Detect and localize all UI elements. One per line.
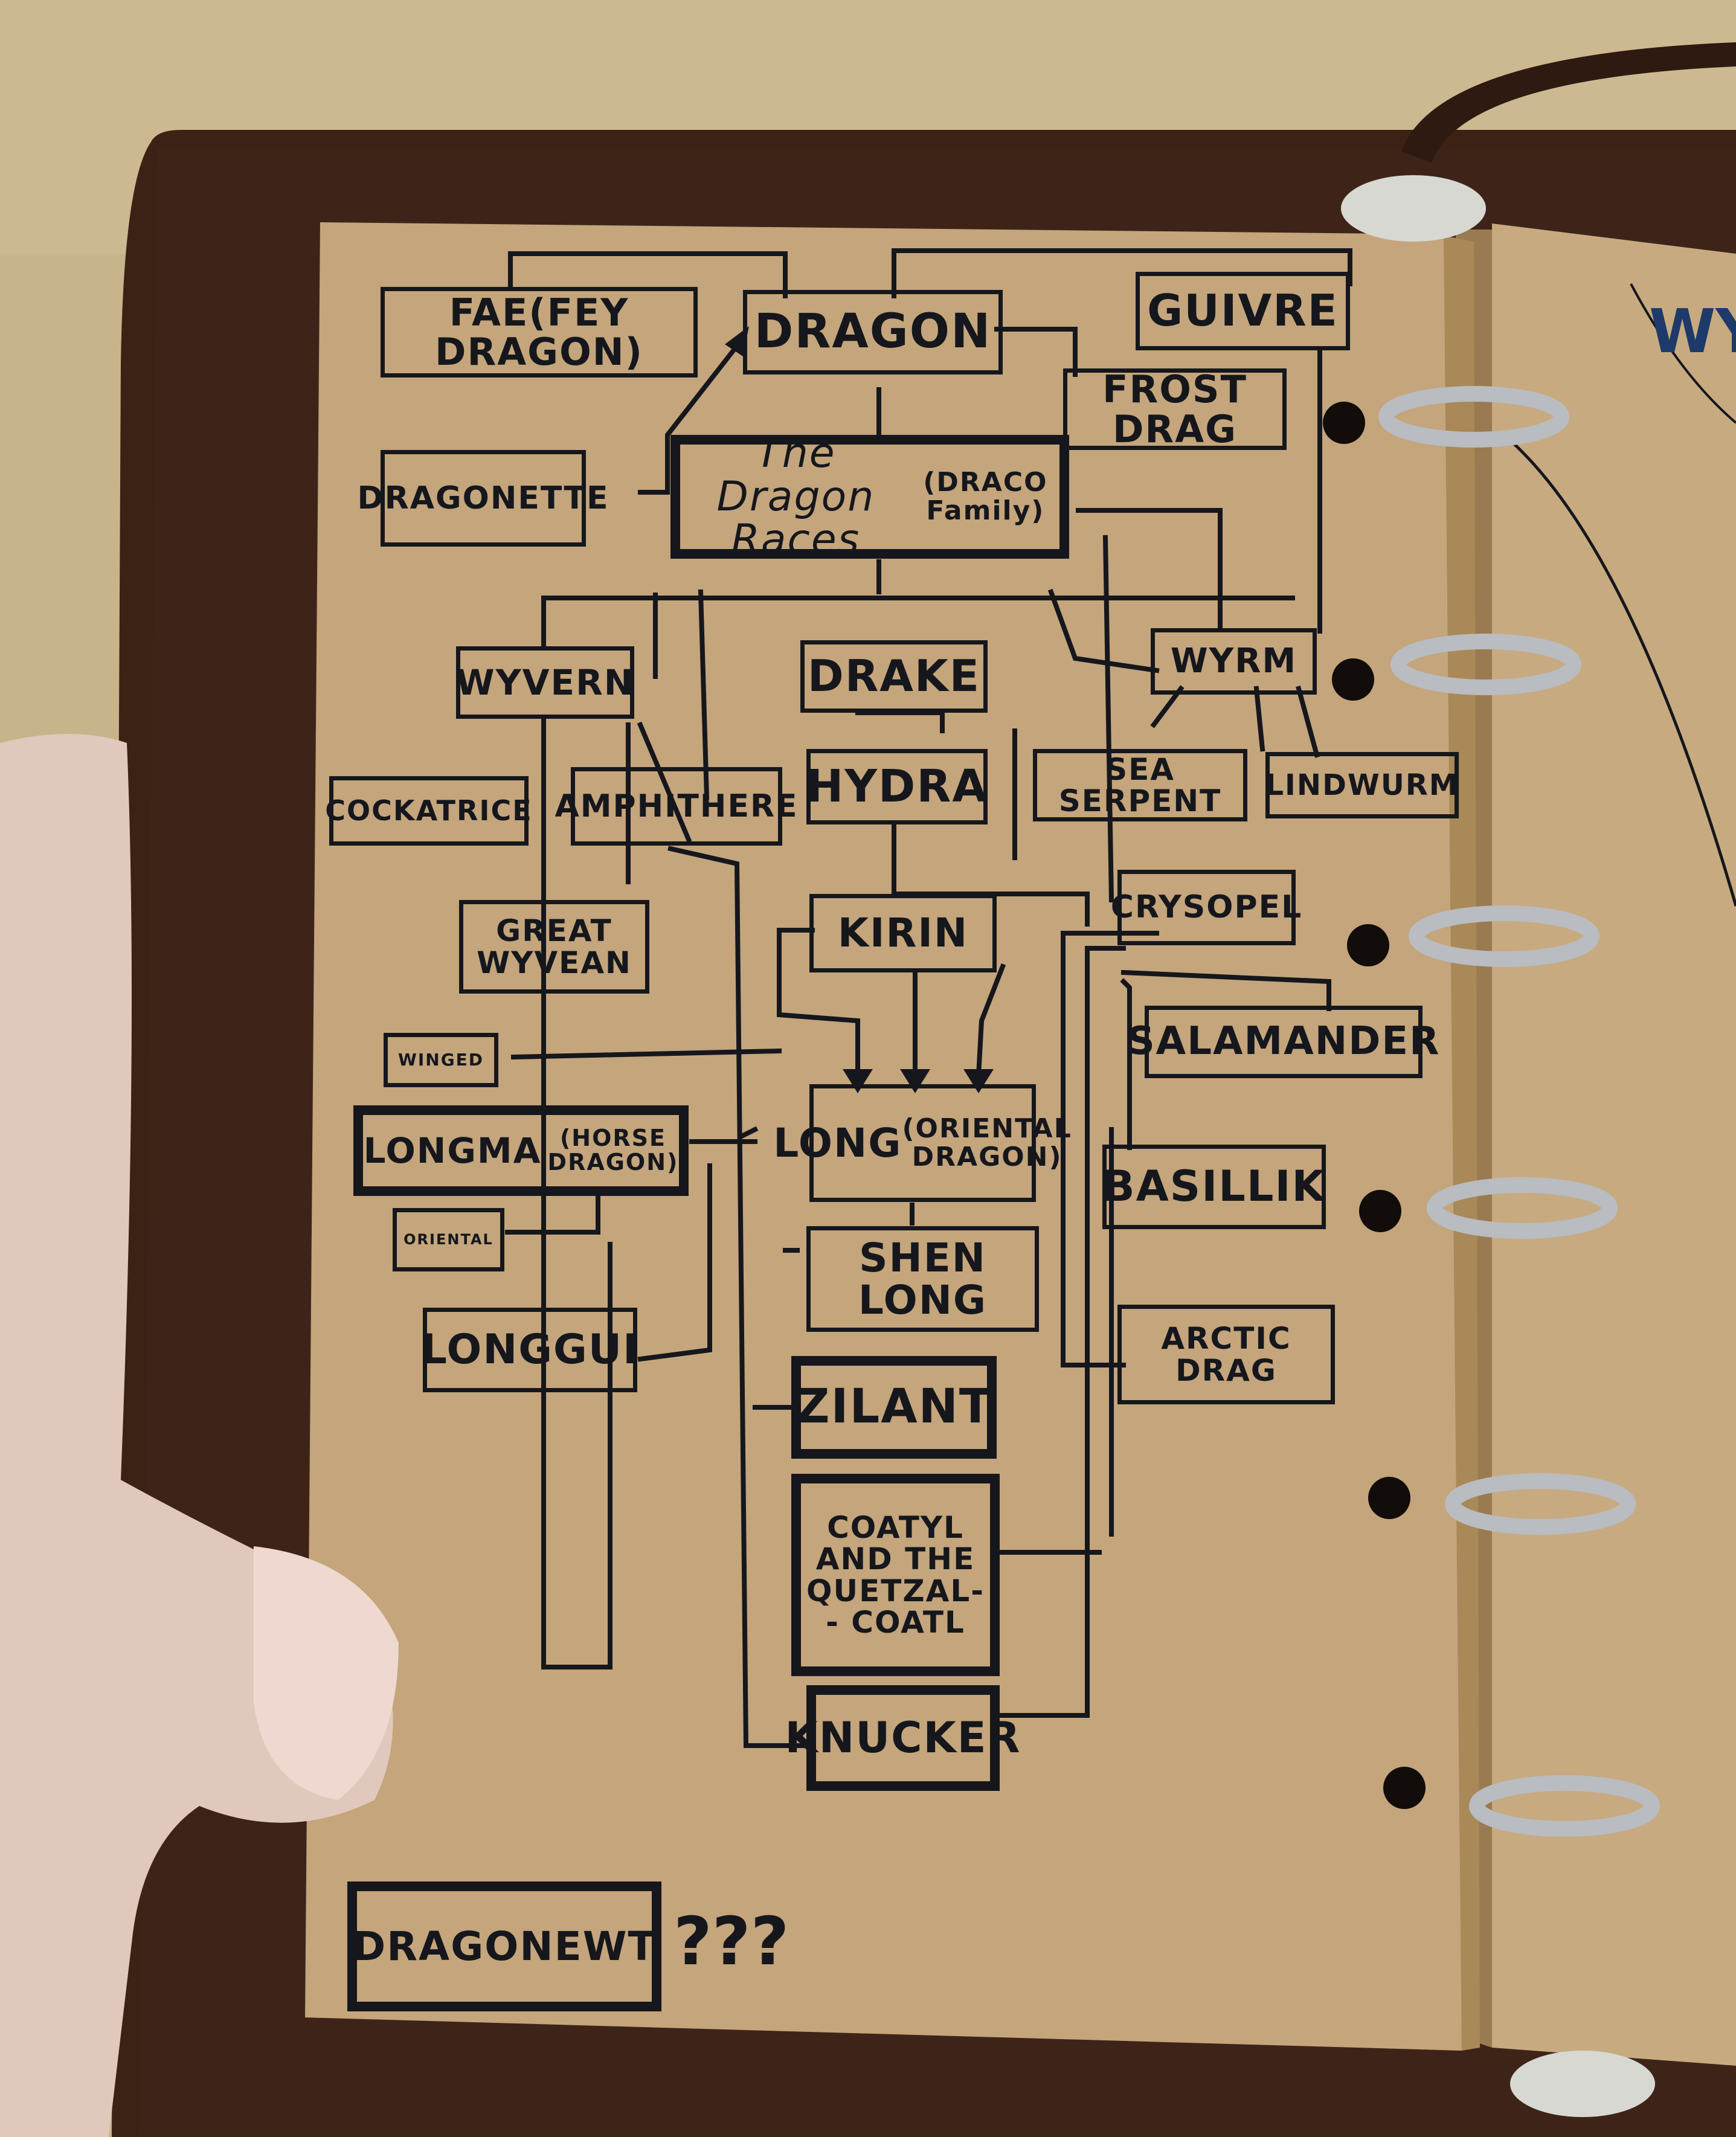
node-lindwurm: LINDWURM: [1265, 752, 1459, 818]
node-cockatrice: COCKATRICE: [325, 776, 532, 846]
longma-sub-label: (HORSE DRAGON): [547, 1125, 679, 1175]
top-clip: [1341, 175, 1486, 242]
node-arctic-drag: ARCTIC DRAG: [1117, 1305, 1335, 1404]
node-sea-serpent: SEA SERPENT: [1033, 749, 1247, 821]
node-drake: DRAKE: [800, 640, 988, 713]
node-dragonewt: DRAGONEWT: [347, 1882, 661, 2011]
right-page-fragment-text: WY: [1649, 296, 1736, 367]
node-fae: FAE(FEY DRAGON): [381, 287, 698, 378]
bottom-clip: [1510, 2051, 1655, 2117]
left-page: [305, 222, 1462, 2051]
question-marks: ???: [674, 1903, 789, 1980]
node-great-wyvean: GREAT WYVEAN: [459, 900, 649, 994]
node-zilant: ZILANT: [791, 1356, 997, 1459]
node-frost-drag: FROST DRAG: [1063, 368, 1287, 450]
node-hydra: HYDRA: [806, 749, 988, 824]
strap: [1401, 42, 1736, 163]
hand: [0, 734, 393, 2137]
node-longma: LONGMA (HORSE DRAGON): [353, 1105, 689, 1196]
node-salamander: SALAMANDER: [1127, 1006, 1439, 1078]
binder-rings: [1378, 386, 1660, 1837]
diagram-title: The Dragon Races: [716, 429, 875, 564]
node-crysopel: CRYSOPEL: [1111, 870, 1301, 945]
longma-label: LONGMA: [363, 1130, 542, 1171]
node-basillik: BASILLIK: [1102, 1145, 1326, 1229]
node-winged: WINGED: [384, 1033, 498, 1087]
node-knucker: KNUCKER: [785, 1685, 1020, 1791]
node-dragon: DRAGON: [743, 290, 1003, 374]
node-coatyl: COATYL AND THE QUETZAL- - COATL: [791, 1474, 1000, 1676]
long-sub-label: (ORIENTAL DRAGON): [902, 1113, 1072, 1172]
thumbnail: [254, 1546, 399, 1800]
node-kirin: KIRIN: [809, 894, 997, 972]
node-oriental: ORIENTAL: [393, 1208, 504, 1271]
node-long: LONG (ORIENTAL DRAGON): [773, 1084, 1071, 1202]
node-amphithere: AMPHITHERE: [555, 767, 797, 846]
node-guivre: GUIVRE: [1136, 272, 1350, 350]
node-shen-long: SHEN LONG: [806, 1226, 1039, 1332]
node-wyvern: WYVERN: [456, 646, 634, 719]
node-the-dragon-races: The Dragon Races (DRACO Family): [670, 429, 1069, 564]
long-label: LONG: [773, 1119, 902, 1166]
diagram-subtitle: (DRACO Family): [923, 467, 1048, 526]
ring-holes: [1323, 402, 1426, 1809]
node-longgui: LONGGUI: [421, 1308, 638, 1392]
node-dragonette: DRAGONETTE: [357, 450, 608, 547]
node-wyrm: WYRM: [1151, 628, 1317, 695]
